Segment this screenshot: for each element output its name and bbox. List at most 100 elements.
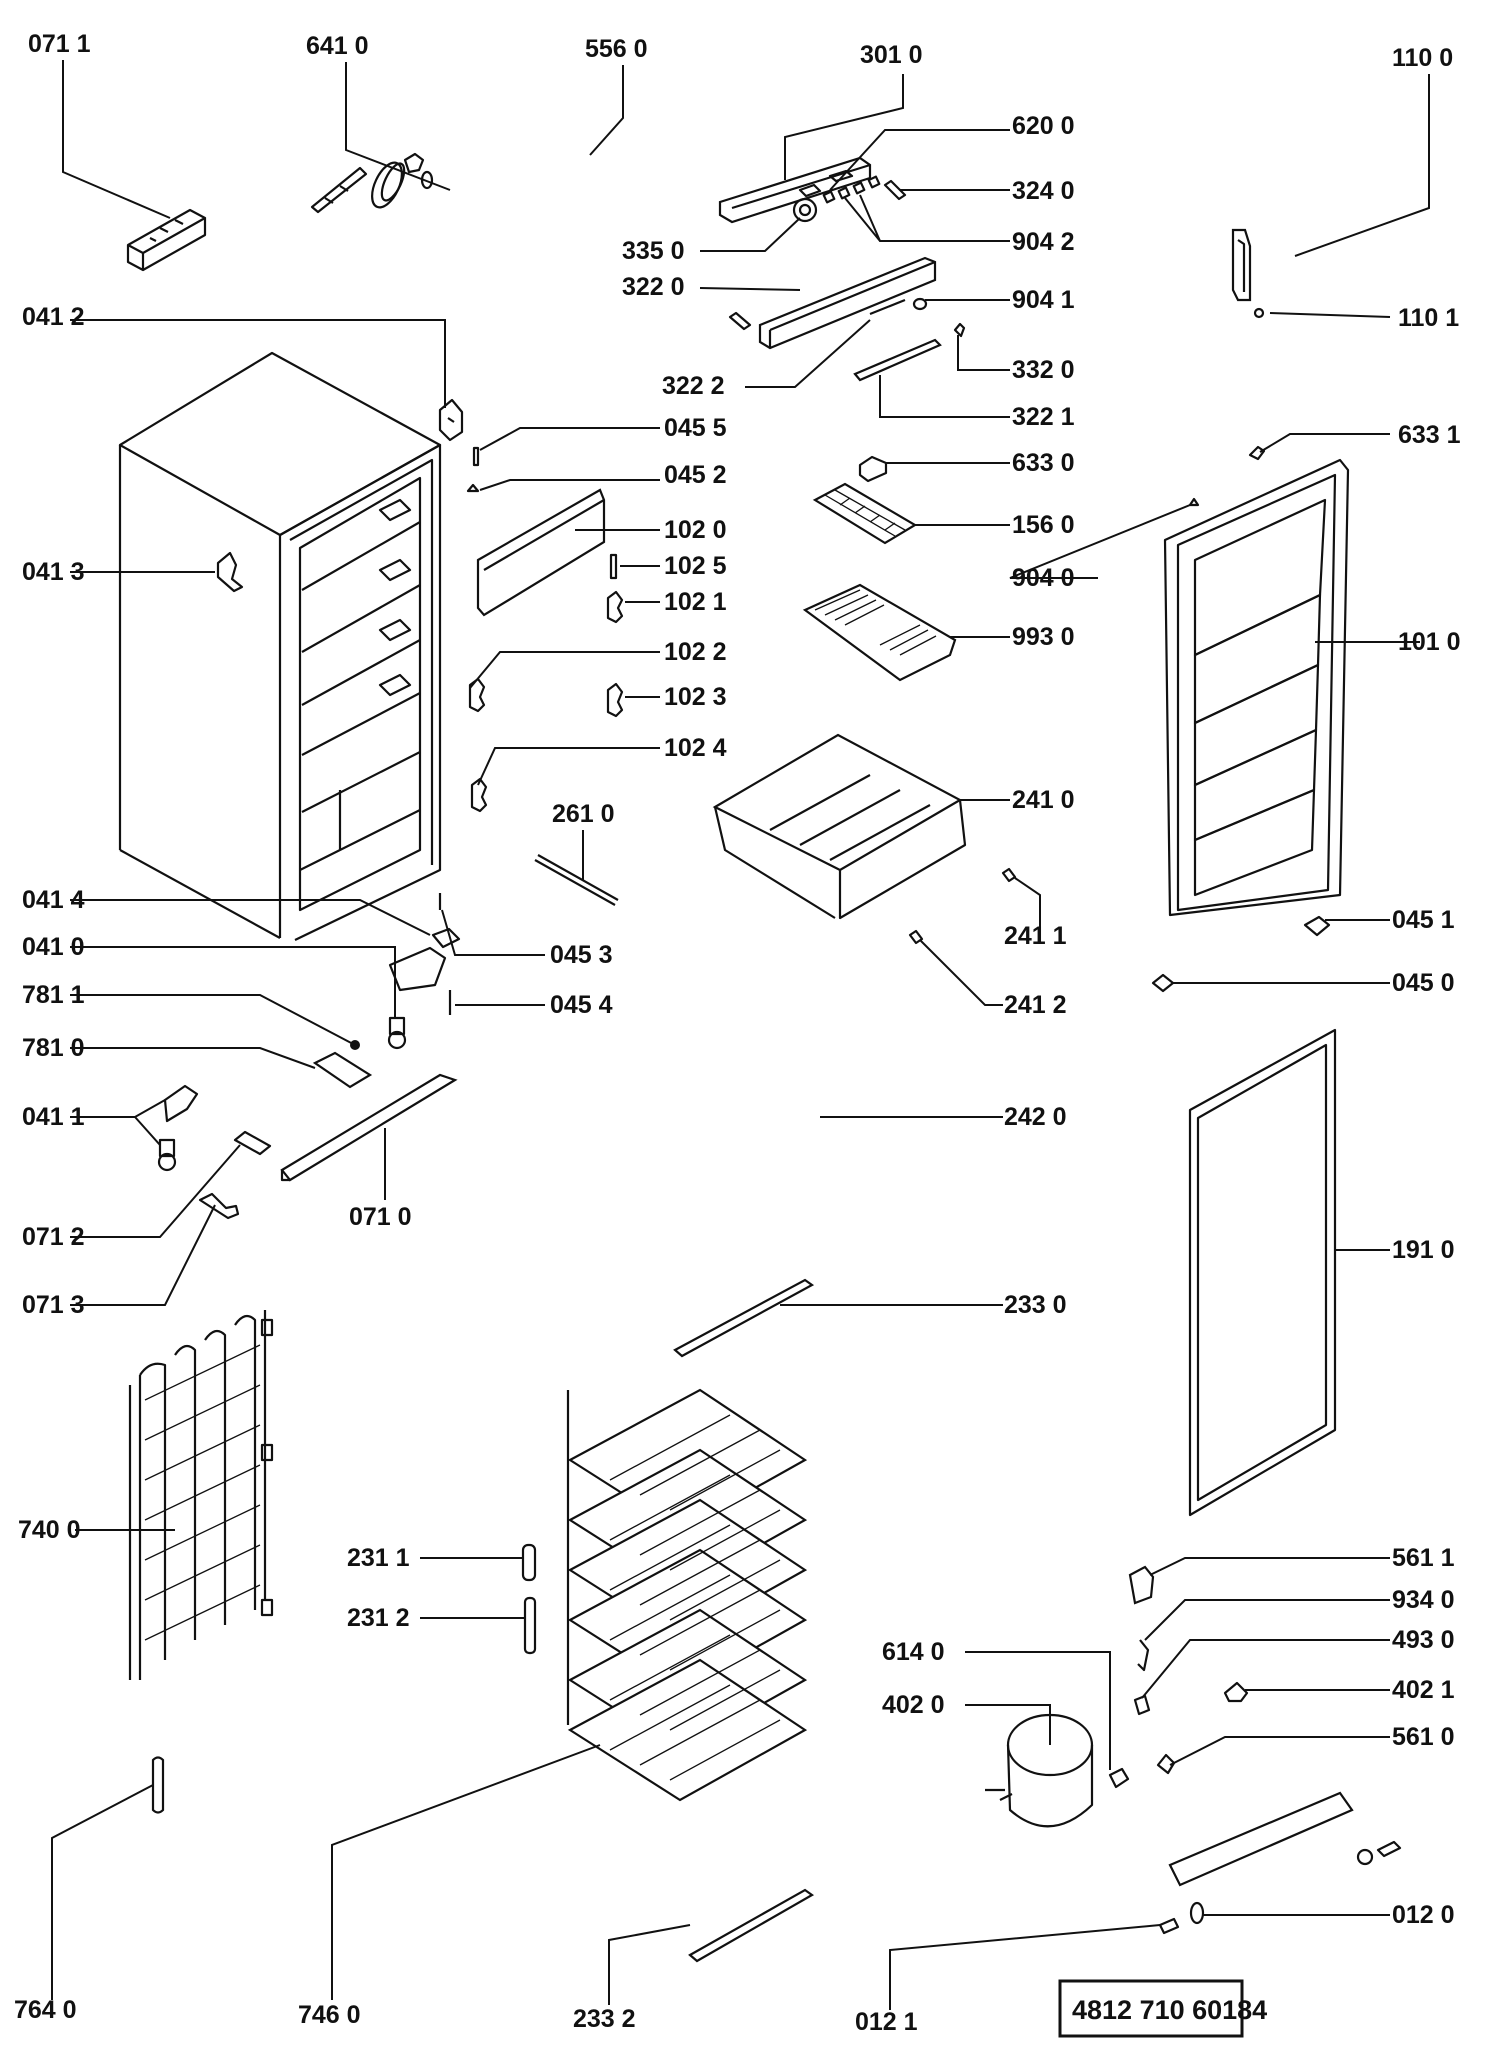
part-2330-bar (673, 1278, 815, 1358)
label-3221: 322 1 (1012, 403, 1075, 431)
part-1022-clip (468, 677, 486, 713)
label-2330: 233 0 (1004, 1291, 1067, 1319)
part-4020-compressor (985, 1713, 1094, 1828)
label-1100: 110 0 (1392, 44, 1453, 72)
label-6331: 633 1 (1398, 421, 1461, 449)
part-0713-bracket (198, 1192, 240, 1220)
part-7810-bracket (312, 1051, 373, 1089)
label-0411: 041 1 (22, 1103, 85, 1131)
label-3240: 324 0 (1012, 177, 1075, 205)
label-1025: 102 5 (664, 552, 727, 580)
label-1024: 102 4 (664, 734, 727, 762)
label-0120: 012 0 (1392, 1901, 1455, 1929)
part-0450-hinge (1151, 973, 1175, 993)
part-3240-bar (883, 179, 907, 201)
part-7640-drier (151, 1756, 165, 1814)
part-0712-bracket (233, 1130, 272, 1156)
label-0455: 045 5 (664, 414, 727, 442)
part-0120-grommet (1189, 1901, 1205, 1925)
label-5610: 561 0 (1392, 1723, 1455, 1751)
part-1023-clip (606, 682, 624, 718)
label-0412: 041 2 (22, 303, 85, 331)
label-0451: 045 1 (1392, 906, 1455, 934)
part-1560-ice-tray (812, 482, 918, 545)
label-1021: 102 1 (664, 588, 727, 616)
part-1020-flap (476, 488, 606, 617)
part-1010-door (1163, 458, 1350, 917)
label-1023: 102 3 (664, 683, 727, 711)
leader-lines (51, 60, 1430, 2010)
part-6140-connector (1108, 1767, 1130, 1789)
label-6200: 620 0 (1012, 112, 1075, 140)
label-2312: 231 2 (347, 1604, 410, 1632)
label-7811: 781 1 (22, 981, 85, 1009)
part-7460-evaporator (566, 1388, 808, 1802)
label-7400: 740 0 (18, 1516, 81, 1544)
label-3222: 322 2 (662, 372, 725, 400)
label-6330: 633 0 (1012, 449, 1075, 477)
part-1021-clip (606, 590, 624, 624)
part-7400-condenser (128, 1310, 274, 1680)
label-0453: 045 3 (550, 941, 613, 969)
part-1100-handle (1231, 228, 1252, 302)
part-3350-knob (792, 197, 818, 223)
part-3320-lamp (953, 322, 966, 338)
part-4930-part (1133, 1694, 1151, 1716)
label-0414: 041 4 (22, 886, 85, 914)
label-9042: 904 2 (1012, 228, 1075, 256)
part-1025-pin (609, 553, 618, 580)
label-0452: 045 2 (664, 461, 727, 489)
label-0121: 012 1 (855, 2008, 918, 2036)
label-9930: 993 0 (1012, 623, 1075, 651)
part-compressor-rail (1168, 1791, 1402, 1887)
part-3220-channel (728, 256, 937, 350)
label-4020: 402 0 (882, 1691, 945, 1719)
part-9930-tray (802, 583, 957, 682)
label-2412: 241 2 (1004, 991, 1067, 1019)
part-5560-spring (371, 152, 434, 209)
document-number: 4812 710 60184 (1072, 1995, 1267, 2025)
label-3320: 332 0 (1012, 356, 1075, 384)
label-9041: 904 1 (1012, 286, 1075, 314)
part-9340-wire (1137, 1639, 1150, 1672)
label-1560: 156 0 (1012, 511, 1075, 539)
part-5611-cover (1128, 1565, 1155, 1605)
part-2311-support (521, 1543, 537, 1582)
label-2410: 241 0 (1012, 786, 1075, 814)
part-0121-sleeve (1158, 1917, 1180, 1935)
label-0454: 045 4 (550, 991, 613, 1019)
part-0414-plate (431, 927, 461, 949)
label-4930: 493 0 (1392, 1626, 1455, 1654)
label-5611: 561 1 (1392, 1544, 1455, 1572)
part-6330-switch (858, 455, 888, 483)
part-0413-hinge (216, 551, 244, 593)
label-0413: 041 3 (22, 558, 85, 586)
label-2332: 233 2 (573, 2005, 636, 2033)
label-1910: 191 0 (1392, 1236, 1455, 1264)
label-1022: 102 2 (664, 638, 727, 666)
part-3221-strip (853, 338, 942, 382)
part-6331-clip (1248, 445, 1266, 461)
document-number-box: 4812 710 60184 (1058, 1979, 1267, 2038)
label-2311: 231 1 (347, 1544, 410, 1572)
part-0711-top-bar (126, 208, 207, 272)
label-7640: 764 0 (14, 1996, 77, 2024)
label-1010: 101 0 (1398, 628, 1461, 656)
label-9040: 904 0 (1012, 564, 1075, 592)
part-2411-clip (1001, 867, 1017, 883)
part-0452-washer (466, 483, 480, 493)
part-0411-lower-hinge (157, 1084, 199, 1172)
part-1910-gasket (1188, 1028, 1337, 1517)
label-0713: 071 3 (22, 1291, 85, 1319)
part-cabinet-body (118, 351, 442, 941)
part-4021-grommet (1223, 1681, 1249, 1703)
label-0450: 045 0 (1392, 969, 1455, 997)
part-0412-top-hinge (438, 398, 464, 442)
part-3222-rod (869, 298, 906, 316)
label-2420: 242 0 (1004, 1103, 1067, 1131)
part-1101-screw (1253, 307, 1265, 319)
part-9040-screw (1188, 497, 1200, 507)
label-0710: 071 0 (349, 1203, 412, 1231)
label-0410: 041 0 (22, 933, 85, 961)
